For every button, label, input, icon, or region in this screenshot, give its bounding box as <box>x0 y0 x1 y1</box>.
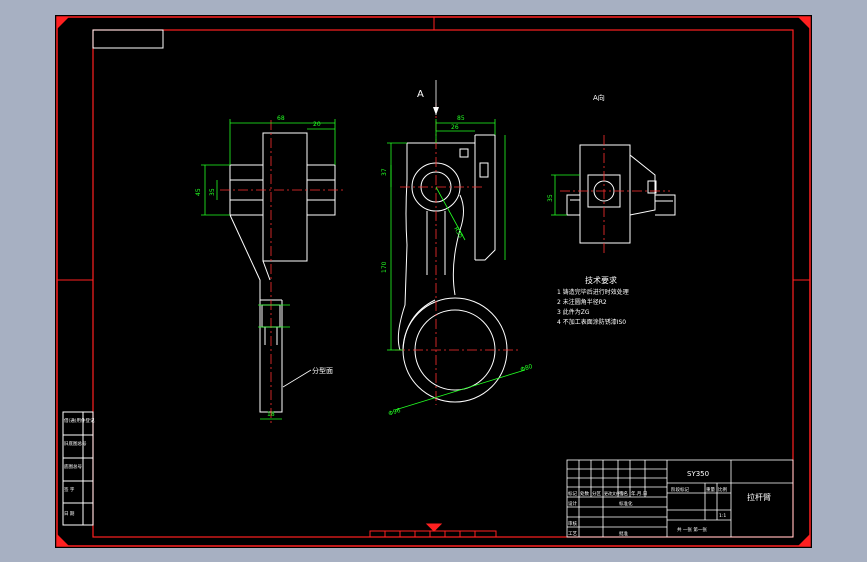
side-label-2: 底图总号 <box>64 463 82 470</box>
title-craft: 工艺 <box>568 531 577 537</box>
title-weight: 重量 <box>706 486 715 493</box>
title-grid-5: 年.月.日 <box>631 490 647 497</box>
side-view-centerlines <box>220 120 345 425</box>
side-view-dimensions <box>201 119 336 420</box>
dim-left-height: 45 <box>195 188 202 196</box>
aux-view-centerlines <box>560 135 670 255</box>
corner-mark-tr <box>798 17 810 29</box>
scale-ruler <box>369 523 497 538</box>
title-review: 审核 <box>568 520 577 527</box>
view-arrow-letter: A <box>417 89 424 100</box>
parting-plane-label: 分型面 <box>312 366 333 375</box>
tech-req-line-3: 3 此件为ZG <box>557 308 590 316</box>
title-grid-2: 分区 <box>592 490 601 497</box>
dim-front-diag: R35 <box>452 226 464 240</box>
dim-bottom-width: 18 <box>267 411 275 418</box>
drawing-frame <box>92 29 794 538</box>
drawing-sheet: 借(通)用件登记 旧底图总号 底图总号 签 字 日 期 <box>55 15 812 548</box>
cad-drawing-canvas: 借(通)用件登记 旧底图总号 底图总号 签 字 日 期 <box>56 16 811 547</box>
title-grid-0: 标记 <box>568 490 577 497</box>
side-view <box>229 132 336 413</box>
side-label-3: 签 字 <box>64 486 75 493</box>
corner-mark-bl <box>57 534 69 546</box>
front-view-centerlines <box>395 103 520 405</box>
dim-big-dia: Φ96 <box>388 407 402 418</box>
title-stage-mark: 阶段标记 <box>671 486 689 493</box>
sheet-border <box>56 16 811 547</box>
dim-front-top: 85 <box>457 115 465 122</box>
title-grid-3: 更改文件号 <box>604 490 624 496</box>
dim-top-overall: 68 <box>277 115 285 122</box>
dim-bore-dia: Φ80 <box>520 363 534 374</box>
side-label-1: 旧底图总号 <box>64 440 87 447</box>
title-grid-1: 处数 <box>580 490 589 497</box>
title-approve: 批准 <box>619 530 628 537</box>
dim-left-small: 35 <box>209 188 216 196</box>
title-design: 设计 <box>568 500 577 507</box>
front-view-dimensions <box>387 119 526 411</box>
side-label-0: 借(通)用件登记 <box>64 417 95 424</box>
tech-req-line-4: 4 不加工表面涂防锈漆IS0 <box>557 318 626 326</box>
dim-front-height-2: 170 <box>381 261 388 273</box>
title-part-name: 拉杆臂 <box>747 492 771 502</box>
front-view <box>397 134 508 403</box>
dim-front-height-1: 37 <box>381 168 388 176</box>
aux-view-dimensions <box>551 174 580 216</box>
tech-req-line-2: 2 未注圆角半径R2 <box>557 298 607 306</box>
side-signature-panel <box>62 411 94 526</box>
corner-mark-br <box>798 534 810 546</box>
title-scale: 比例 <box>718 486 727 493</box>
title-grid-4: 签名 <box>619 490 628 497</box>
dim-top-right: 20 <box>313 121 321 128</box>
parting-plane-leader <box>282 369 312 388</box>
tech-req-line-1: 1 铸造完毕后进行时效处理 <box>557 288 629 296</box>
view-arrow-a <box>433 80 439 115</box>
aux-view-label: A向 <box>593 93 605 102</box>
aux-view <box>566 144 676 244</box>
side-label-4: 日 期 <box>64 511 75 517</box>
title-drawing-no: SY350 <box>687 470 709 478</box>
dim-aux: 35 <box>547 194 554 202</box>
title-standardize: 标准化 <box>619 500 633 507</box>
corner-mark-tl <box>57 17 69 29</box>
title-block <box>566 459 794 538</box>
title-sheets: 共 一张 第一张 <box>677 526 707 533</box>
drawing-number-box <box>92 29 164 49</box>
tech-req-title: 技术要求 <box>585 275 617 285</box>
title-scale-value: 1:1 <box>719 513 726 519</box>
dim-front-right: 26 <box>451 124 459 131</box>
